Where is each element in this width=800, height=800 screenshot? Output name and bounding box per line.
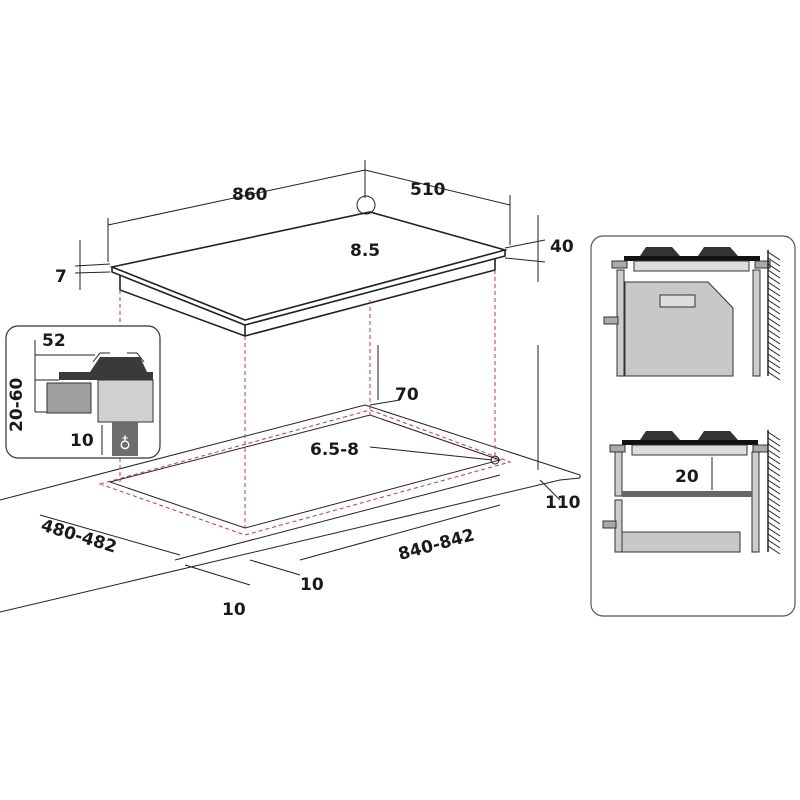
wall-hatch bbox=[767, 455, 781, 465]
wall-hatch bbox=[767, 527, 781, 537]
wall-hatch bbox=[767, 479, 781, 489]
inset-bottom-dimension: 10 bbox=[70, 431, 94, 451]
wall-hatch bbox=[767, 299, 781, 309]
wall-hatch bbox=[767, 287, 781, 297]
wall-hatch bbox=[767, 341, 781, 351]
hole-diameter: 8.5 bbox=[350, 241, 380, 261]
height-dimension: 40 bbox=[550, 237, 574, 257]
countertop bbox=[0, 345, 581, 613]
wall-hatch bbox=[767, 437, 781, 447]
wall-hatch bbox=[767, 491, 781, 501]
wall-hatch bbox=[767, 515, 781, 525]
depth-dimension: 510 bbox=[410, 180, 446, 200]
wall-hatch bbox=[767, 317, 781, 327]
wall-hatch bbox=[767, 521, 781, 531]
width-dimension: 860 bbox=[232, 185, 268, 205]
wall-hatch bbox=[767, 311, 781, 321]
wall-hatch bbox=[767, 335, 781, 345]
wall-hatch bbox=[767, 359, 781, 369]
wall-hatch bbox=[767, 431, 781, 441]
inset-top-dimension: 52 bbox=[42, 331, 66, 351]
wall-hatch bbox=[767, 371, 781, 381]
projection-lines bbox=[119, 270, 496, 528]
wall-hatch bbox=[767, 467, 781, 477]
edge-dimension: 7 bbox=[55, 267, 67, 287]
wall-hatch bbox=[767, 539, 781, 549]
wall-hatch bbox=[767, 347, 781, 357]
side-section-inset: ♁ bbox=[5, 325, 161, 459]
wall-hatch bbox=[767, 329, 781, 339]
wall-hatch bbox=[767, 263, 781, 273]
gas-inlet-icon bbox=[356, 195, 376, 215]
inset-side-dimension: 20-60 bbox=[7, 377, 27, 432]
clearance-dimension: 20 bbox=[675, 467, 699, 487]
cutout bbox=[98, 409, 512, 536]
wall-hatch bbox=[767, 509, 781, 519]
cabinet-installation-inset bbox=[590, 235, 796, 617]
wall-hatch bbox=[767, 443, 781, 453]
wall-hatch bbox=[767, 323, 781, 333]
hole-spacing-dimension: 6.5-8 bbox=[310, 440, 359, 460]
wall-hatch bbox=[767, 485, 781, 495]
wall-hatch bbox=[767, 353, 781, 363]
wall-hatch bbox=[767, 281, 781, 291]
cutout-width-dimension: 840-842 bbox=[396, 525, 477, 565]
front-right-dimension: 110 bbox=[545, 493, 581, 513]
wall-hatch bbox=[767, 533, 781, 543]
wall-hatch bbox=[767, 251, 781, 261]
wall-hatch bbox=[767, 269, 781, 279]
rear-gap-dimension: 70 bbox=[395, 385, 419, 405]
wall-hatch bbox=[767, 503, 781, 513]
dimension-lines bbox=[39, 160, 561, 586]
wall-hatch bbox=[767, 305, 781, 315]
wall-hatch bbox=[767, 257, 781, 267]
wall-hatch bbox=[767, 449, 781, 459]
wall-hatch bbox=[767, 461, 781, 471]
hob bbox=[109, 195, 509, 338]
wall-hatch bbox=[767, 545, 781, 555]
cutout-depth-dimension: 480-482 bbox=[39, 516, 119, 558]
wall-hatch bbox=[767, 365, 781, 375]
gap-mid-dimension: 10 bbox=[300, 575, 324, 595]
wall-hatch bbox=[767, 497, 781, 507]
gap-left-dimension: 10 bbox=[222, 600, 246, 620]
wall-hatch bbox=[767, 293, 781, 303]
gas-flame-icon: ♁ bbox=[119, 434, 131, 453]
wall-hatch bbox=[767, 275, 781, 285]
wall-hatch bbox=[767, 473, 781, 483]
